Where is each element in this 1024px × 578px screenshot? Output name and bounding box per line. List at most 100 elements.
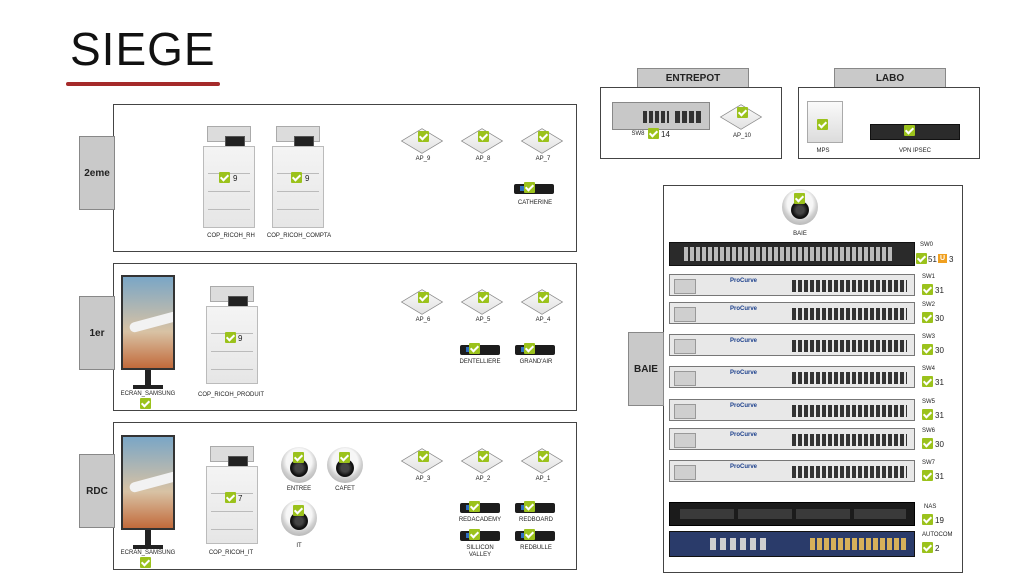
- device-label: IT: [296, 543, 302, 549]
- switch-brand: ProCurve: [730, 464, 758, 470]
- router-icon[interactable]: [515, 345, 555, 355]
- check-icon: [291, 172, 302, 183]
- check-icon: [418, 292, 429, 303]
- device-label: ECRAN_SAMSUNG: [120, 391, 176, 397]
- nas-icon[interactable]: [669, 502, 915, 526]
- device-label: SW7: [922, 460, 936, 466]
- switch-icon[interactable]: [669, 242, 915, 266]
- device-count: 31: [935, 472, 944, 481]
- check-icon: [737, 107, 748, 118]
- device-label: AP_3: [415, 476, 431, 482]
- device-label: MPS: [816, 148, 830, 154]
- check-icon: [293, 452, 304, 463]
- device-label: VPN IPSEC: [898, 148, 931, 154]
- switch-icon[interactable]: [612, 102, 710, 130]
- device-label: SW2: [922, 302, 936, 308]
- check-icon: [817, 119, 828, 130]
- device-label: AP_6: [415, 317, 431, 323]
- device-label: SW5: [922, 399, 936, 405]
- switch-icon[interactable]: ProCurve: [669, 334, 915, 356]
- router-icon[interactable]: [515, 531, 555, 541]
- check-icon: [140, 557, 151, 568]
- check-icon: [538, 451, 549, 462]
- switch-brand: ProCurve: [730, 278, 758, 284]
- device-label: ECRAN_SAMSUNG: [120, 550, 176, 556]
- device-count: 9: [233, 174, 238, 183]
- device-label: ENTREE: [286, 486, 312, 492]
- router-icon[interactable]: [460, 345, 500, 355]
- device-label: AP_7: [535, 156, 551, 162]
- pbx-icon[interactable]: [669, 531, 915, 557]
- device-label: AP_9: [415, 156, 431, 162]
- check-icon: [524, 501, 535, 512]
- check-icon: [922, 284, 933, 295]
- device-label: SW0: [920, 242, 934, 248]
- warning-count: 3: [949, 255, 954, 264]
- check-icon: [922, 409, 933, 420]
- check-icon: [922, 312, 933, 323]
- device-label: REDBULLE: [520, 545, 552, 551]
- check-icon: [478, 131, 489, 142]
- check-icon: [418, 451, 429, 462]
- router-icon[interactable]: [460, 531, 500, 541]
- switch-icon[interactable]: ProCurve: [669, 274, 915, 296]
- floor-tab-2eme[interactable]: 2eme: [79, 136, 115, 210]
- device-count: 7: [238, 494, 243, 503]
- camera-icon[interactable]: [281, 447, 317, 483]
- switch-icon[interactable]: ProCurve: [669, 399, 915, 421]
- check-icon: [339, 452, 350, 463]
- site-tab-labo[interactable]: LABO: [834, 68, 946, 88]
- check-icon: [922, 344, 933, 355]
- check-icon: [478, 451, 489, 462]
- check-icon: [524, 529, 535, 540]
- device-count: 9: [238, 334, 243, 343]
- device-label: AP_1: [535, 476, 551, 482]
- check-icon: [922, 470, 933, 481]
- floor-tab-1er[interactable]: 1er: [79, 296, 115, 370]
- device-label: DENTELLIERE: [459, 359, 501, 365]
- firewall-icon[interactable]: [870, 124, 960, 140]
- router-icon[interactable]: [460, 503, 500, 513]
- device-label: AP_10: [732, 133, 751, 139]
- device-label: COP_RICOH_IT: [208, 550, 254, 556]
- device-label: BAIE: [793, 231, 807, 237]
- device-label: AP_8: [475, 156, 491, 162]
- floor-tab-baie[interactable]: BAIE: [628, 332, 664, 406]
- device-label: SW4: [922, 366, 936, 372]
- copier-icon[interactable]: [206, 286, 258, 386]
- device-count: 31: [935, 378, 944, 387]
- site-tab-entrepot[interactable]: ENTREPOT: [637, 68, 749, 88]
- device-label: AP_4: [535, 317, 551, 323]
- device-count: 31: [935, 411, 944, 420]
- device-label: SILLICON VALLEY: [466, 545, 494, 558]
- switch-icon[interactable]: ProCurve: [669, 302, 915, 324]
- switch-brand: ProCurve: [730, 306, 758, 312]
- device-count: 30: [935, 440, 944, 449]
- device-label: REDACADEMY: [458, 517, 502, 523]
- check-icon: [469, 529, 480, 540]
- device-label: SW1: [922, 274, 936, 280]
- switch-icon[interactable]: ProCurve: [669, 366, 915, 388]
- copier-icon[interactable]: [203, 126, 255, 230]
- floor-1-panel: [113, 263, 577, 411]
- check-icon: [524, 182, 535, 193]
- check-icon: [524, 343, 535, 354]
- check-icon: [418, 131, 429, 142]
- copier-icon[interactable]: [206, 446, 258, 546]
- device-label: AP_5: [475, 317, 491, 323]
- check-icon: [225, 332, 236, 343]
- device-count: 19: [935, 516, 944, 525]
- switch-icon[interactable]: ProCurve: [669, 428, 915, 450]
- device-label: SW6: [922, 428, 936, 434]
- device-count: 9: [305, 174, 310, 183]
- router-icon[interactable]: [515, 503, 555, 513]
- check-icon: [478, 292, 489, 303]
- switch-icon[interactable]: ProCurve: [669, 460, 915, 482]
- device-label: GRAND'AIR: [519, 359, 553, 365]
- check-icon: [904, 125, 915, 136]
- device-count: 2: [935, 544, 940, 553]
- switch-brand: ProCurve: [730, 370, 758, 376]
- floor-tab-rdc[interactable]: RDC: [79, 454, 115, 528]
- device-label: SW3: [922, 334, 936, 340]
- check-icon: [140, 398, 151, 409]
